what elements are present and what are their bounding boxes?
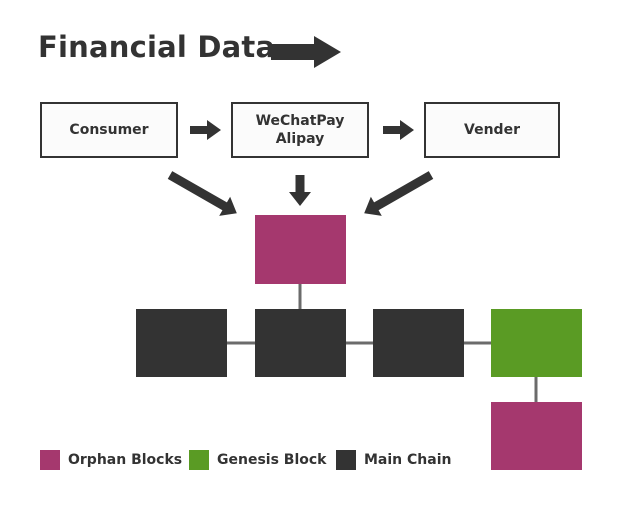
genesis-swatch bbox=[189, 450, 209, 470]
legend-main-label: Main Chain bbox=[364, 452, 452, 468]
legend-orphan: Orphan Blocks bbox=[40, 450, 182, 470]
consumer-to-block-arrow bbox=[167, 171, 237, 216]
payment-to-block-arrow bbox=[289, 175, 311, 206]
payment-label: WeChatPay Alipay bbox=[255, 113, 345, 147]
payment-to-vender-arrow bbox=[383, 120, 414, 140]
consumer-box: Consumer bbox=[40, 102, 178, 158]
legend-genesis-label: Genesis Block bbox=[217, 452, 327, 468]
orphan-swatch bbox=[40, 450, 60, 470]
vender-label: Vender bbox=[464, 122, 520, 138]
payment-box: WeChatPay Alipay bbox=[231, 102, 369, 158]
main-chain-block-2 bbox=[255, 309, 346, 377]
vender-to-block-arrow bbox=[364, 171, 434, 216]
title-arrow-icon bbox=[271, 36, 341, 68]
orphan-block-top bbox=[255, 215, 346, 284]
legend-orphan-label: Orphan Blocks bbox=[68, 452, 183, 468]
genesis-block bbox=[491, 309, 582, 377]
diagram-title: Financial Data bbox=[38, 30, 276, 64]
main-swatch bbox=[336, 450, 356, 470]
consumer-label: Consumer bbox=[69, 122, 149, 138]
orphan-block-bottom bbox=[491, 402, 582, 470]
consumer-to-payment-arrow bbox=[190, 120, 221, 140]
main-chain-block-3 bbox=[373, 309, 464, 377]
vender-box: Vender bbox=[424, 102, 560, 158]
main-chain-block-1 bbox=[136, 309, 227, 377]
chain-connectors bbox=[227, 284, 538, 403]
legend-genesis: Genesis Block bbox=[189, 450, 326, 470]
legend-main: Main Chain bbox=[336, 450, 451, 470]
